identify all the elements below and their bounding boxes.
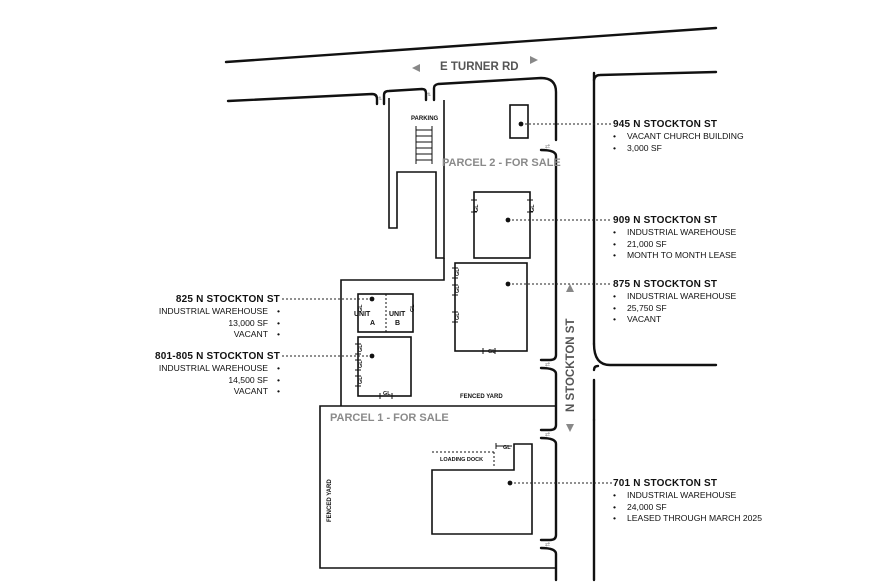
detail-825-2: 13,000 SF [159,318,280,330]
detail-701-3: LEASED THROUGH MARCH 2025 [613,513,762,525]
detail-801-3: VACANT [155,386,280,398]
stockton-west-curb-3 [539,436,558,542]
stockton-st-label: N STOCKTON ST [565,319,577,413]
detail-945-2: 3,000 SF [613,143,744,155]
gl-875-a: GL [455,268,461,276]
gl-801-c: GL [358,376,364,384]
stockton-east-return [592,364,600,372]
leader-lines [282,123,612,484]
detail-875-3: VACANT [613,314,736,326]
detail-875-1: INDUSTRIAL WAREHOUSE [613,291,736,303]
building-701 [431,443,533,535]
address-701: 701 N STOCKTON ST [613,478,718,489]
gl-909-a: GL [474,204,480,212]
arrow-south-icon [566,424,574,432]
arrow-north-icon [566,284,574,292]
address-945: 945 N STOCKTON ST [613,119,718,130]
loading-dock-label: LOADING DOCK [440,457,483,463]
gl-801-b: GL [358,360,364,368]
building-909 [473,191,531,259]
svg-text:⇄: ⇄ [545,143,550,150]
stockton-west-curb-1 [539,148,558,362]
gl-801-d: GL [383,391,391,397]
arrow-west-icon [412,64,420,72]
gl-825-b: GL [410,304,416,312]
building-701-gl-door [495,443,512,449]
detail-801-1: INDUSTRIAL WAREHOUSE [155,363,280,375]
svg-text:⇅: ⇅ [378,96,382,102]
address-909: 909 N STOCKTON ST [613,215,718,226]
driveway-arrows: ⇅ ⇅ ⇄ ⇄ ⇄ ⇄ [378,92,550,548]
gl-875-d: GL [488,349,496,355]
label-801: 801-805 N STOCKTON ST INDUSTRIAL WAREHOU… [155,350,280,398]
parking-stalls [415,126,433,164]
detail-825-3: VACANT [159,329,280,341]
building-801 [357,336,412,397]
address-825: 825 N STOCKTON ST [175,294,280,305]
unit-b-letter: B [395,320,400,327]
turner-rd-label: E TURNER RD [440,61,519,73]
svg-text:⇅: ⇅ [427,92,431,98]
label-909: 909 N STOCKTON ST INDUSTRIAL WAREHOUSE 2… [613,214,737,262]
gl-701: GL [503,445,511,451]
label-825: 825 N STOCKTON ST INDUSTRIAL WAREHOUSE 1… [159,293,280,341]
arrow-east-icon [530,56,538,64]
detail-701-2: 24,000 SF [613,502,762,514]
svg-text:⇄: ⇄ [545,541,550,548]
detail-875-2: 25,750 SF [613,303,736,315]
fenced-yard-top-label: FENCED YARD [460,394,503,400]
gl-875-c: GL [455,312,461,320]
gl-909-b: GL [530,204,536,212]
gl-801-a: GL [358,344,364,352]
fenced-yard-side-label: FENCED YARD [327,479,333,522]
stockton-west-curb-4 [539,546,558,582]
unit-b-label: UNIT [389,311,406,318]
detail-909-3: MONTH TO MONTH LEASE [613,250,737,262]
gl-825-a: GL [358,304,364,312]
detail-801-2: 14,500 SF [155,375,280,387]
detail-701-1: INDUSTRIAL WAREHOUSE [613,490,762,502]
svg-text:⇄: ⇄ [545,361,550,368]
unit-a-label: UNIT [354,311,371,318]
label-875: 875 N STOCKTON ST INDUSTRIAL WAREHOUSE 2… [613,278,736,326]
detail-945-1: VACANT CHURCH BUILDING [613,131,744,143]
parking-label: PARKING [411,116,439,122]
address-801: 801-805 N STOCKTON ST [155,351,280,362]
building-909-gl-doors [471,199,533,213]
detail-909-1: INDUSTRIAL WAREHOUSE [613,227,737,239]
parcel1-boundary [319,405,556,569]
parcel2-label: PARCEL 2 - FOR SALE [442,157,561,169]
stockton-east-corner [592,342,718,367]
building-875 [454,262,528,352]
address-875: 875 N STOCKTON ST [613,279,718,290]
turner-rd-south-curb-mid [382,87,428,106]
building-875-gl-doors [452,267,496,354]
turner-rd-south-curb-west [226,92,379,106]
unit-a-letter: A [370,320,375,327]
building-801-gl-doors [355,343,393,399]
turner-east-south-curb [592,70,718,82]
church-building [509,104,529,139]
detail-825-1: INDUSTRIAL WAREHOUSE [159,306,280,318]
turner-rd-south-curb-east [432,76,558,142]
turner-rd-north-curb [224,26,718,64]
detail-909-2: 21,000 SF [613,239,737,251]
parking-outline [388,98,445,259]
label-701: 701 N STOCKTON ST INDUSTRIAL WAREHOUSE 2… [613,477,762,525]
gl-875-b: GL [455,285,461,293]
stockton-west-curb-2 [539,366,558,432]
parcel1-label: PARCEL 1 - FOR SALE [330,412,449,424]
svg-text:⇄: ⇄ [545,431,550,438]
label-945: 945 N STOCKTON ST VACANT CHURCH BUILDING… [613,118,744,154]
parcel2-boundary [340,258,445,406]
building-markers [369,121,524,486]
